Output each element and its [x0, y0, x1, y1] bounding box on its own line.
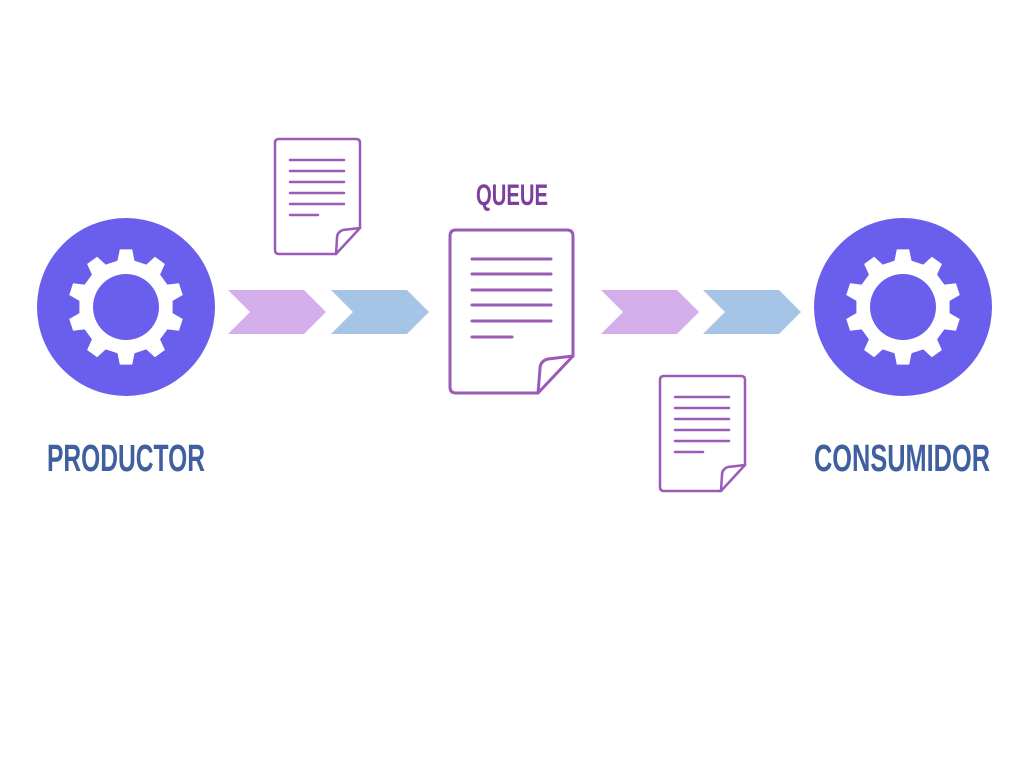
- document-icon: [448, 228, 575, 395]
- document-fold: [536, 354, 575, 395]
- chevron-right-icon: [228, 290, 326, 334]
- producer-label: PRODUCTOR: [47, 438, 205, 480]
- consumer-label: CONSUMIDOR: [814, 438, 990, 480]
- producer-node: [37, 218, 215, 396]
- flow-arrows-producer-to-queue: [228, 290, 429, 334]
- chevron-right-icon: [601, 290, 699, 334]
- document-icon: [273, 137, 362, 256]
- message-document-outgoing: [658, 374, 747, 493]
- consumer-circle: [814, 218, 992, 396]
- message-document-incoming: [273, 137, 362, 256]
- chevron-right-icon: [331, 290, 429, 334]
- document-fold: [334, 226, 362, 256]
- consumer-node: [814, 218, 992, 396]
- gear-icon: [846, 249, 960, 365]
- gear-shape: [846, 249, 960, 365]
- gear-shape: [69, 249, 183, 365]
- queue-label: QUEUE: [476, 179, 548, 212]
- flow-arrows-queue-to-consumer: [601, 290, 801, 334]
- gear-icon: [69, 249, 183, 365]
- document-fold: [719, 463, 747, 493]
- producer-circle: [37, 218, 215, 396]
- document-icon: [658, 374, 747, 493]
- queue-document: [448, 228, 575, 395]
- chevron-right-icon: [703, 290, 801, 334]
